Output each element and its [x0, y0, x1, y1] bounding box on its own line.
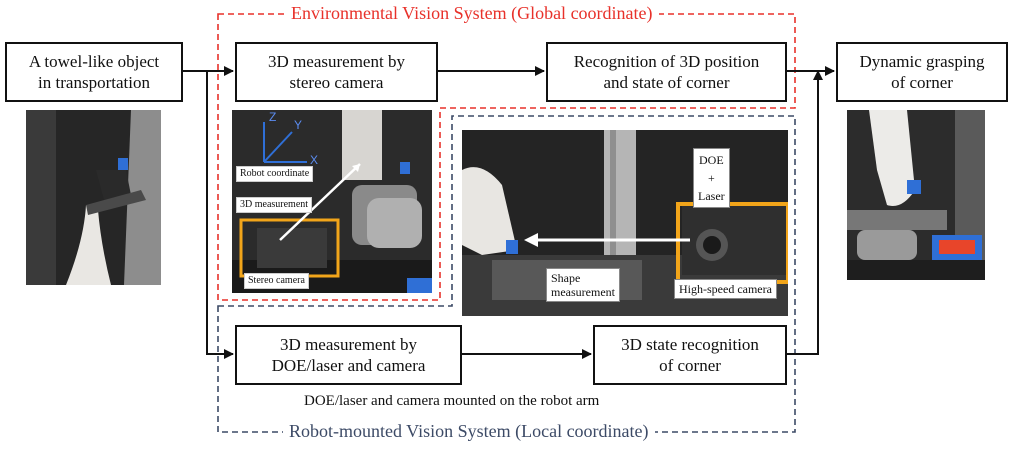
label-doe-laser: DOE+Laser: [693, 148, 730, 208]
photo-towel-transport: [26, 110, 161, 285]
axis-x-label: X: [310, 153, 319, 167]
arrow-towel-to-doe: [206, 71, 234, 359]
photo-stereo-setup: Z Y X Robot coordinate 3D measurement St…: [232, 110, 432, 293]
label-robot-coordinate: Robot coordinate: [236, 166, 314, 182]
global-region-title: Environmental Vision System (Global coor…: [285, 3, 659, 24]
caption-mounted: DOE/laser and camera mounted on the robo…: [304, 393, 600, 409]
label-3d-measurement: 3D measurement: [236, 197, 313, 213]
label-stereo-camera: Stereo camera: [244, 273, 309, 289]
local-region-title: Robot-mounted Vision System (Local coord…: [283, 421, 655, 442]
global-region-outline: [217, 13, 796, 301]
axis-z-label: Z: [269, 110, 277, 124]
photo-dynamic-grasping: [847, 110, 985, 280]
local-region-outline: [217, 115, 796, 433]
label-high-speed-camera: High-speed camera: [674, 279, 777, 299]
arrow-state-to-grasp: [787, 70, 823, 355]
axis-y-label: Y: [294, 118, 303, 132]
